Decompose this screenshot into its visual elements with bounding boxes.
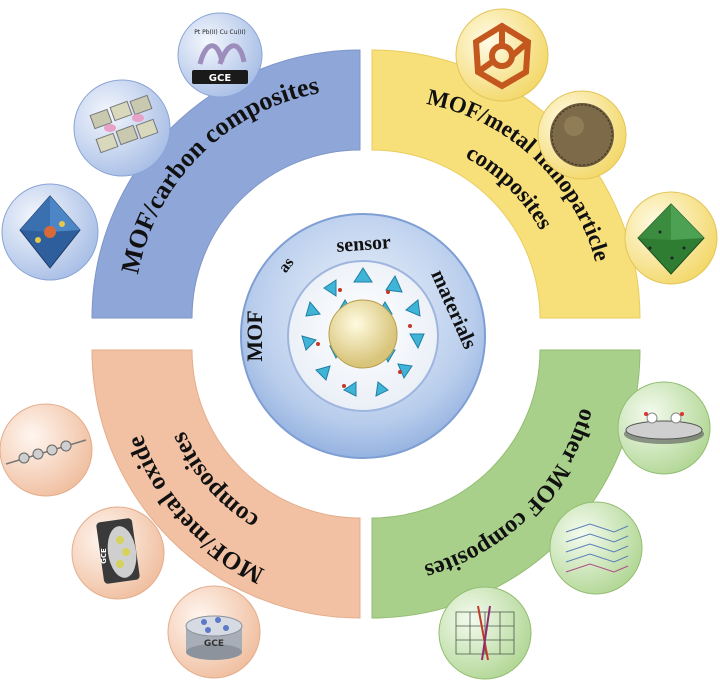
chain-oxide-bubble — [0, 403, 93, 497]
green-octahedron-bubble — [624, 191, 718, 285]
cage-framework-icon — [472, 22, 532, 90]
mesh-framework-icon — [455, 605, 515, 661]
ring-electrode-bubble — [617, 381, 711, 475]
svg-text:GCE: GCE — [209, 73, 232, 84]
svg-text:GCE: GCE — [204, 639, 224, 649]
oxide-electrode-icon: GCE — [96, 518, 140, 584]
gce-electrode-bubble: GCE — [167, 585, 261, 679]
gce-electrode-icon: GCE — [185, 615, 243, 660]
cage-framework-bubble — [455, 8, 549, 102]
ring-electrode-icon — [624, 412, 704, 444]
svg-text:GCE: GCE — [100, 548, 108, 564]
center-word-mof: MOF — [242, 310, 267, 361]
metal-oxide-band — [91, 349, 361, 619]
carbon-electrode-icon: GCE Pt Pb(II) Cu Cu(II) — [192, 29, 248, 84]
nanoparticle-sphere-icon — [550, 103, 614, 167]
mesh-framework-bubble — [438, 586, 532, 680]
carbon-composite-band — [91, 49, 361, 319]
mof-cluster-icon — [301, 267, 425, 397]
svg-text:Pt Pb(II) Cu Cu(II): Pt Pb(II) Cu Cu(II) — [194, 29, 246, 36]
graphene-mof-icon — [89, 94, 159, 154]
graphene-mof-bubble — [73, 79, 171, 177]
nanoparticle-sphere-bubble — [537, 90, 627, 180]
octahedral-mof-bubble — [1, 183, 99, 281]
chain-oxide-icon — [5, 439, 87, 465]
green-octahedron-icon — [637, 203, 705, 275]
octahedral-mof-icon — [19, 195, 81, 269]
layered-sheet-icon — [565, 523, 629, 573]
layered-sheet-bubble — [549, 501, 643, 595]
oxide-electrode-bubble: GCE — [71, 506, 165, 600]
carbon-electrode-bubble: GCE Pt Pb(II) Cu Cu(II) — [177, 12, 263, 98]
center-word-sensor: sensor — [336, 231, 392, 257]
